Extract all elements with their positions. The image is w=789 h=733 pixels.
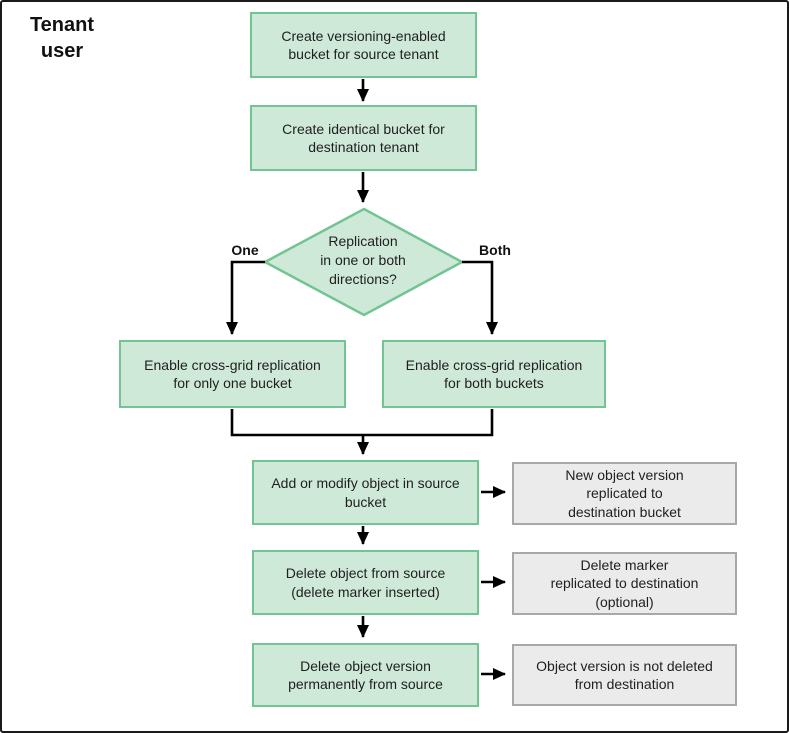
actor-label: Tenant user [29,14,95,62]
arrow-decision-one-branch [226,260,265,335]
decision-diamond-shape [262,207,465,317]
node-delete-object-from-source: Delete object from source(delete marker … [252,550,479,615]
connector-merge-line [230,409,494,437]
branch-label-both: Both [479,242,511,258]
branch-label-one: One [231,242,259,258]
node-delete-object-from-source-label: Delete object from source(delete marker … [285,565,446,600]
arrow-decision-both-branch [462,260,498,335]
